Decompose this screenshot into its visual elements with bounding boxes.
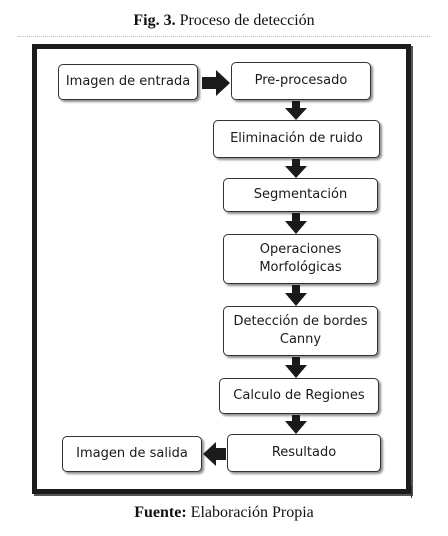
- node-canny-edge-detection: Detección de bordes Canny: [223, 306, 378, 356]
- source-label: Fuente:: [134, 504, 187, 521]
- node-morph-label-line2: Morfológicas: [259, 260, 342, 275]
- node-input-image-label: Imagen de entrada: [65, 73, 191, 89]
- source-text: Elaboración Propia: [190, 504, 314, 521]
- figure-caption: Fig. 3. Proceso de detección: [0, 12, 448, 30]
- node-morphological-operations: Operaciones Morfológicas: [223, 234, 378, 284]
- node-noise-removal-label: Eliminación de ruido: [230, 130, 363, 146]
- node-noise-removal: Eliminación de ruido: [213, 120, 380, 158]
- figure-label: Fig. 3.: [133, 12, 176, 29]
- scan-mark: [411, 486, 412, 498]
- node-output-image-label: Imagen de salida: [76, 445, 188, 461]
- node-segmentation-label: Segmentación: [253, 186, 348, 202]
- node-edges-label-line2: Canny: [279, 332, 322, 347]
- node-region-calculation-label: Calculo de Regiones: [233, 387, 365, 403]
- node-morph-label-line1: Operaciones: [259, 241, 342, 257]
- node-result: Resultado: [227, 434, 381, 472]
- node-output-image: Imagen de salida: [62, 436, 202, 472]
- caption-divider: [18, 36, 430, 37]
- node-region-calculation: Calculo de Regiones: [219, 378, 379, 414]
- node-result-label: Resultado: [271, 444, 337, 460]
- figure-title: Proceso de detección: [179, 12, 315, 29]
- node-segmentation: Segmentación: [223, 178, 378, 212]
- node-preprocess-label: Pre-procesado: [254, 72, 348, 88]
- node-preprocess: Pre-procesado: [231, 62, 371, 100]
- node-edges-label-line1: Detección de bordes: [233, 313, 368, 329]
- node-input-image: Imagen de entrada: [58, 64, 198, 100]
- source-caption: Fuente: Elaboración Propia: [0, 504, 448, 522]
